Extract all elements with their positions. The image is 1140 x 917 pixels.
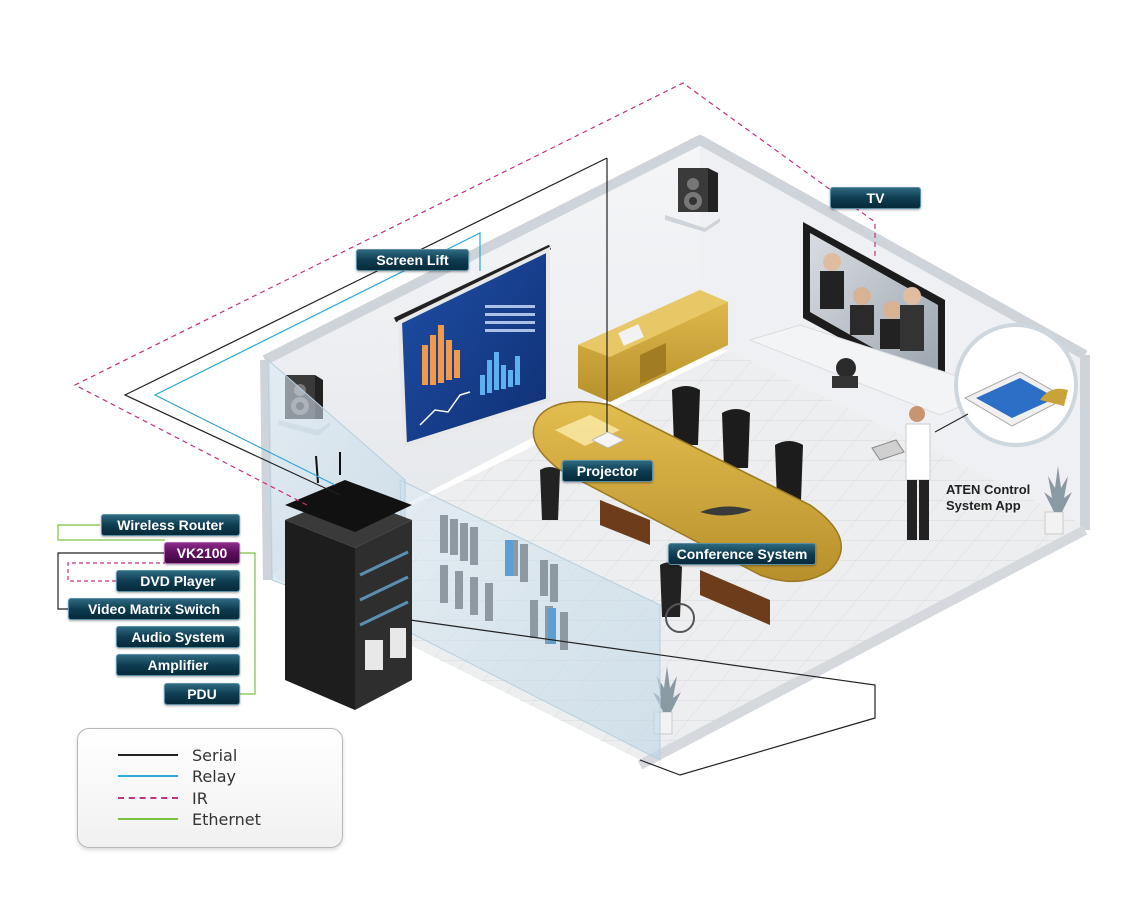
aten-app-line-1: ATEN Control [946, 482, 1031, 497]
tv-label: TV [830, 187, 921, 209]
ir-line-swatch [118, 797, 178, 799]
serial-line-swatch [118, 754, 178, 756]
legend-label-ir: IR [192, 788, 208, 808]
ethernet-line-swatch [118, 818, 178, 820]
relay-line-swatch [118, 775, 178, 777]
presenter-person [871, 406, 931, 540]
legend-item-ethernet: Ethernet [118, 809, 261, 829]
legend-label-relay: Relay [192, 766, 236, 786]
tablet-zoom-bubble [934, 323, 1078, 447]
projection-screen [393, 244, 552, 448]
legend-label-serial: Serial [192, 745, 238, 765]
projector-device [555, 158, 626, 449]
connection-lines [57, 82, 876, 776]
audio-system-label: Audio System [116, 626, 240, 648]
aten-control-app-label: ATEN Control System App [946, 482, 1030, 514]
legend: Serial Relay IR Ethernet [77, 728, 343, 848]
legend-item-ir: IR [118, 788, 208, 808]
legend-item-relay: Relay [118, 766, 236, 786]
legend-item-serial: Serial [118, 745, 237, 765]
conference-system-label: Conference System [668, 543, 816, 565]
wireless-router-label: Wireless Router [101, 514, 240, 536]
plant-right [1044, 466, 1072, 535]
chairs-front [540, 467, 695, 633]
chairs-back [672, 386, 803, 500]
speaker-back [665, 168, 720, 232]
screen-lift-label: Screen Lift [356, 249, 469, 271]
aten-app-line-2: System App [946, 498, 1021, 513]
amplifier-label: Amplifier [116, 654, 240, 676]
sideboard [578, 290, 728, 402]
vk2100-label: VK2100 [164, 542, 240, 564]
tv-display [803, 222, 945, 395]
projector-label: Projector [562, 460, 653, 482]
dvd-player-label: DVD Player [116, 570, 240, 592]
equipment-rack [285, 452, 412, 710]
legend-label-ethernet: Ethernet [192, 809, 261, 829]
video-matrix-switch-label: Video Matrix Switch [68, 598, 240, 620]
pdu-label: PDU [164, 683, 240, 705]
